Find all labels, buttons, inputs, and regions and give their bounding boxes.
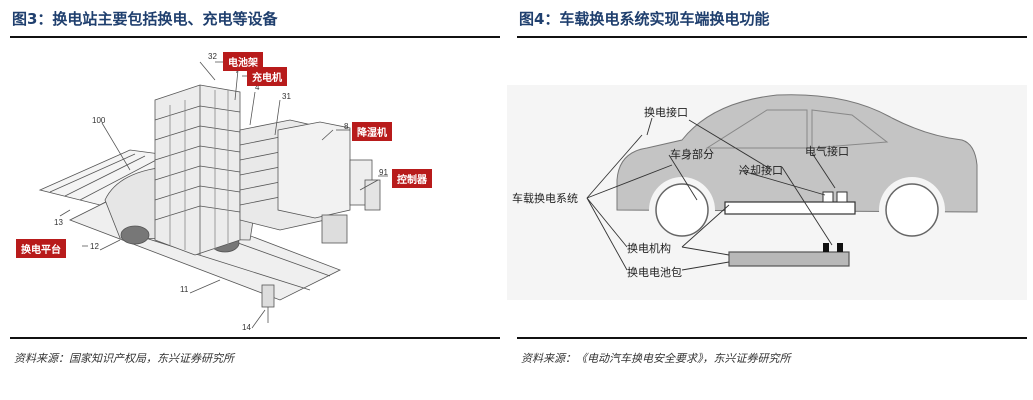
label-swap-battery-pack: 换电电池包 (627, 266, 682, 279)
label-dehumidifier: 降湿机 (352, 122, 392, 141)
label-battery-rack: 电池架 (223, 52, 263, 71)
figure4-title: 图4：车载换电系统实现车端换电功能 (519, 10, 770, 28)
part-number-8: 8 (344, 122, 349, 131)
part-number-12: 12 (90, 242, 99, 251)
part-number-31: 31 (282, 92, 291, 101)
figure3-panel: 图3：换电站主要包括换电、充电等设备 (0, 0, 500, 400)
part-number-14: 14 (242, 323, 251, 332)
figure3-title: 图3：换电站主要包括换电、充电等设备 (12, 10, 278, 28)
figure4-panel: 图4：车载换电系统实现车端换电功能 (507, 0, 1027, 400)
figure3-illustration: 32 7 4 31 8 91 100 13 12 11 14 电池架 充电机 降… (10, 40, 500, 335)
vehicle-swap-system-drawing (586, 94, 978, 271)
part-number-100: 100 (92, 116, 106, 125)
figure4-illustration: 换电接口 车身部分 电气接口 冷却接口 车载换电系统 换电机构 换电电池包 (507, 40, 1027, 335)
part-number-32: 32 (208, 52, 217, 61)
figure4-bottom-rule (517, 337, 1027, 339)
swap-station-drawing (38, 61, 388, 329)
figure4-source: 资料来源：《电动汽车换电安全要求》，东兴证券研究所 (521, 352, 791, 365)
part-number-13: 13 (54, 218, 63, 227)
part-number-4: 4 (255, 83, 260, 92)
label-swap-platform: 换电平台 (16, 239, 66, 258)
figure4-top-rule (517, 36, 1027, 38)
figure3-top-rule (10, 36, 500, 38)
part-number-11: 11 (180, 285, 189, 294)
part-number-91: 91 (379, 168, 388, 177)
label-cooling-interface: 冷却接口 (739, 164, 783, 177)
label-body-part: 车身部分 (670, 148, 714, 161)
label-electrical-interface: 电气接口 (805, 145, 849, 158)
figure3-source: 资料来源：国家知识产权局，东兴证券研究所 (14, 352, 234, 365)
label-controller: 控制器 (392, 169, 432, 188)
label-onboard-swap-system: 车载换电系统 (512, 192, 578, 205)
label-swap-interface: 换电接口 (644, 106, 688, 119)
label-charger: 充电机 (247, 67, 287, 86)
figure3-bottom-rule (10, 337, 500, 339)
label-swap-mechanism: 换电机构 (627, 242, 671, 255)
